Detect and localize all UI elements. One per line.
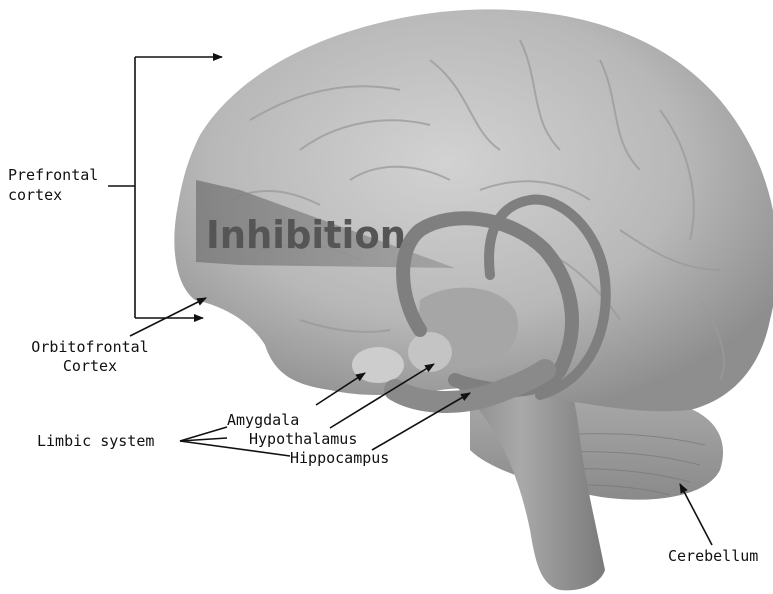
amygdala-label: Amygdala [227, 411, 299, 430]
hypothalamus-label: Hypothalamus [249, 430, 357, 449]
cerebellum-label: Cerebellum [668, 547, 758, 566]
cerebellum-pointer [680, 484, 712, 545]
amygdala-shape [352, 347, 404, 383]
inhibition-label: Inhibition [206, 213, 406, 257]
prefrontal-label-line2: cortex [8, 186, 62, 205]
hippocampus-label: Hippocampus [290, 449, 389, 468]
orbitofrontal-pointer [130, 298, 206, 336]
prefrontal-label-line1: Prefrontal [8, 166, 98, 185]
limbic-system-label: Limbic system [37, 432, 154, 451]
orbitofrontal-label-line1: Orbitofrontal [20, 338, 160, 357]
orbitofrontal-label-line2: Cortex [20, 357, 160, 376]
